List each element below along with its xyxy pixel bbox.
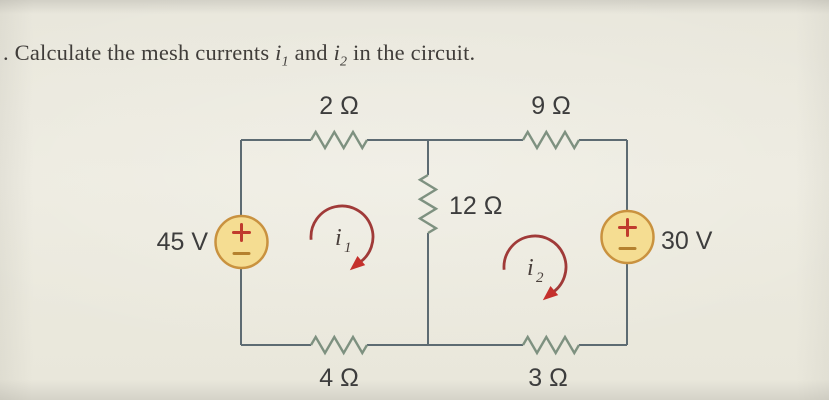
mesh-label-i2-sub: 2 <box>536 270 544 286</box>
resistors <box>309 129 581 356</box>
resistor-9ohm-zigzag <box>521 129 581 151</box>
mesh-arrowhead-i1 <box>349 255 366 271</box>
label-30v: 30 V <box>661 227 713 255</box>
title-prefix: . Calculate the mesh currents <box>3 40 276 65</box>
component-labels: 2 Ω 9 Ω 12 Ω 4 Ω 3 Ω 45 V 30 V <box>157 92 713 392</box>
label-4ohm: 4 Ω <box>319 364 359 392</box>
plus-icon <box>618 218 637 237</box>
problem-title: . Calculate the mesh currents i1 and i2 … <box>3 40 823 69</box>
mesh-arrow-i1 <box>309 204 375 266</box>
voltage-source-45v <box>214 214 269 270</box>
i2-symbol: i <box>333 40 341 65</box>
label-2ohm: 2 Ω <box>319 92 359 120</box>
label-12ohm: 12 Ω <box>449 192 502 220</box>
resistor-2ohm-zigzag <box>309 129 369 151</box>
mesh-label-i1: i <box>335 225 342 251</box>
i1-symbol: i <box>275 40 282 65</box>
title-and: and <box>288 40 334 65</box>
resistor-3ohm-zigzag <box>521 334 581 356</box>
i1-subscript: 1 <box>281 54 289 70</box>
voltage-source-30v <box>600 209 655 265</box>
resistor-12ohm-zigzag <box>417 173 439 235</box>
label-45v: 45 V <box>157 228 209 256</box>
i2-subscript: 2 <box>340 54 348 70</box>
mesh-label-i2: i <box>527 255 534 281</box>
plus-icon <box>232 223 251 242</box>
resistor-4ohm-zigzag <box>309 334 369 356</box>
label-9ohm: 9 Ω <box>531 92 571 120</box>
mesh-arrow-i2 <box>502 234 568 296</box>
mesh-arrowhead-i2 <box>542 285 559 301</box>
mesh-current-i2: i 2 <box>502 234 568 301</box>
wires <box>240 139 628 346</box>
mesh-label-i1-sub: 1 <box>344 240 352 256</box>
title-suffix: in the circuit. <box>347 40 476 65</box>
label-3ohm: 3 Ω <box>528 364 568 392</box>
mesh-current-i1: i 1 <box>309 204 375 271</box>
